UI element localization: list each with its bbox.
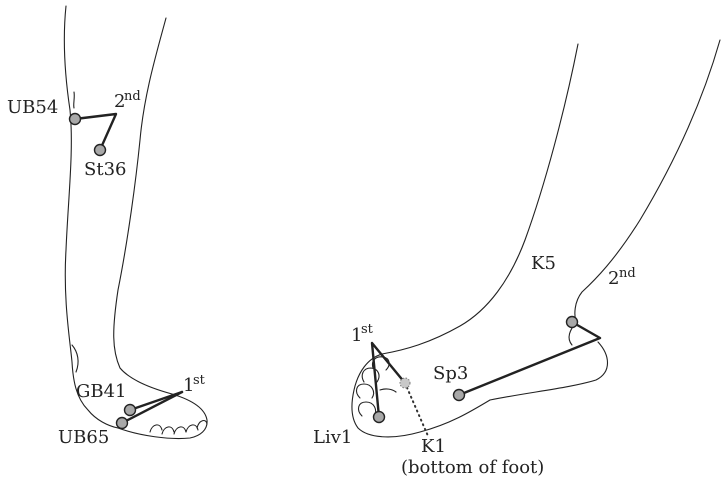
- left-leg-figure: [64, 6, 207, 439]
- label-liv1: Liv1: [313, 427, 352, 448]
- point-st36: [95, 145, 106, 156]
- label-gb41: GB41: [76, 381, 127, 402]
- label-st36: St36: [84, 159, 126, 180]
- left-toe-1: [150, 425, 162, 432]
- liver-meridian-line: [372, 343, 405, 417]
- right-foot-figure: [352, 40, 720, 437]
- label-ub54: UB54: [7, 97, 58, 118]
- left-leg-back-contour: [64, 6, 118, 428]
- point-ub54: [70, 114, 81, 125]
- label-k1-note: (bottom of foot): [401, 457, 544, 478]
- kidney-dotted-line: [405, 383, 428, 436]
- point-ub65: [117, 418, 128, 429]
- left-toe-4: [186, 425, 198, 432]
- right-toe-1: [359, 402, 376, 416]
- label-ub65: UB65: [58, 427, 109, 448]
- left-toe-2: [162, 427, 174, 434]
- label-first-right-sup: st: [361, 322, 374, 337]
- right-toe-2: [357, 384, 374, 398]
- point-sp3: [454, 390, 465, 401]
- label-second-right: 2: [608, 268, 619, 289]
- label-first-left-sup: st: [193, 373, 206, 388]
- label-second-left-sup: nd: [124, 89, 141, 104]
- right-heel-contour: [490, 342, 608, 400]
- left-knee-crease: [74, 92, 75, 108]
- left-toe-5: [197, 421, 207, 428]
- label-k5: K5: [531, 253, 556, 274]
- point-gb41: [125, 405, 136, 416]
- right-leg-back-contour: [575, 40, 720, 322]
- point-k5: [567, 317, 578, 328]
- label-sp3: Sp3: [433, 363, 468, 384]
- point-liv1: [374, 412, 385, 423]
- label-second-right-sup: nd: [619, 266, 636, 281]
- label-k1: K1: [421, 436, 446, 457]
- right-toe-crease: [380, 389, 396, 392]
- point-k1: [400, 378, 410, 388]
- left-toe-3: [174, 427, 186, 434]
